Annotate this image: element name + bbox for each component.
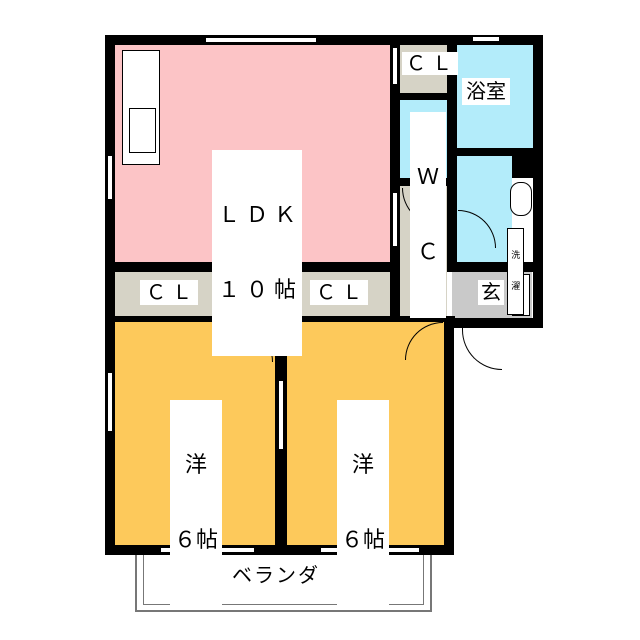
bedroom-right-size: ６帖 [341,528,386,554]
wall [447,262,533,272]
wall [278,262,390,272]
ldk-size: １０帖 [218,278,303,304]
bath-label: 浴室 [462,78,510,105]
cl-right-label: ＣＬ [310,280,368,305]
wall [457,148,533,156]
wall [444,316,454,555]
window [392,47,398,85]
door-entrance[interactable] [462,328,502,370]
window [472,36,500,42]
wall [115,262,232,272]
wall [390,45,400,320]
window [107,372,113,432]
bedroom-right-label: 洋 [352,452,375,478]
wall [105,35,115,555]
wall [512,148,533,178]
window [392,192,398,247]
washer-label-2: 濯 [511,281,521,292]
wc-label-c: Ｃ [416,240,439,266]
wall [447,45,457,272]
ldk-label: ＬＤＫ [218,202,303,228]
window [278,380,284,450]
balcony-label: ベランダ [228,564,324,587]
kitchen-sink [129,108,156,153]
window [107,155,113,200]
wall [454,318,543,328]
wc-label-w: Ｗ [416,164,439,190]
wall [533,35,543,328]
bedroom-left-label: 洋 [185,452,208,478]
wall [400,93,447,100]
entrance-label: 玄 [478,280,504,305]
wall [105,35,543,45]
balcony-inner [143,555,424,605]
washer-label-1: 洗 [511,250,521,261]
cl-top-label: ＣＬ [402,52,458,75]
bedroom-left-size: ６帖 [174,528,219,554]
window [205,37,317,43]
cl-left-label: ＣＬ [140,280,198,305]
washbasin [510,182,532,216]
